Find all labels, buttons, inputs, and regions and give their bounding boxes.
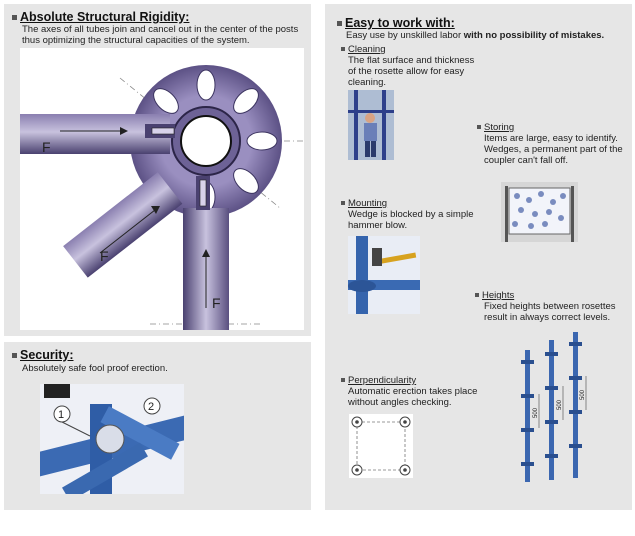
perpendicularity-diagram-box bbox=[349, 414, 413, 478]
mounting-description: Wedge is blocked by a simple hammer blow… bbox=[348, 209, 474, 231]
height-dim-2: 500 bbox=[557, 399, 563, 410]
storing-illustration bbox=[501, 182, 578, 242]
rigidity-description: The axes of all tubes join and cancel ou… bbox=[22, 24, 299, 46]
storing-description: Items are large, easy to identify. Wedge… bbox=[484, 133, 623, 166]
perpendicularity-description: Automatic erection takes place without a… bbox=[348, 386, 478, 408]
security-title: Security: bbox=[12, 348, 74, 362]
cleaning-illustration bbox=[348, 90, 394, 160]
mounting-title: Mounting bbox=[341, 198, 387, 209]
easy-title: Easy to work with: bbox=[337, 16, 455, 30]
heights-illustration-box: 500 500 500 bbox=[515, 332, 595, 482]
mounting-illustration bbox=[348, 236, 420, 314]
security-description: Absolutely safe fool proof erection. bbox=[22, 363, 168, 374]
bullet-icon bbox=[477, 125, 481, 130]
bullet-icon bbox=[12, 15, 17, 21]
perpendicularity-diagram bbox=[351, 416, 411, 476]
heights-title: Heights bbox=[475, 290, 514, 301]
marker-2: 2 bbox=[148, 401, 154, 413]
security-illustration: 1 2 bbox=[40, 384, 184, 494]
heights-illustration: 500 500 500 bbox=[521, 332, 587, 482]
rosette-diagram-svg: F F F bbox=[20, 65, 304, 330]
marker-1: 1 bbox=[58, 409, 64, 421]
rigidity-title: Absolute Structural Rigidity: bbox=[12, 10, 189, 24]
heights-description: Fixed heights between rosettes result in… bbox=[484, 301, 616, 323]
mounting-photo bbox=[348, 236, 420, 314]
perpendicularity-title: Perpendicularity bbox=[341, 375, 416, 386]
bullet-icon bbox=[341, 378, 345, 383]
bullet-icon bbox=[341, 47, 345, 52]
bullet-icon bbox=[475, 293, 479, 298]
height-dim-3: 500 bbox=[580, 389, 586, 400]
cleaning-photo bbox=[348, 90, 394, 160]
storing-title: Storing bbox=[477, 122, 514, 133]
bullet-icon bbox=[337, 21, 342, 27]
easy-intro: Easy use by unskilled labor with no poss… bbox=[346, 30, 605, 41]
security-photo: 1 2 bbox=[40, 384, 184, 494]
bullet-icon bbox=[341, 201, 345, 206]
storing-photo bbox=[501, 182, 578, 242]
cleaning-title: Cleaning bbox=[341, 44, 386, 55]
rigidity-panel: Absolute Structural Rigidity: The axes o… bbox=[4, 4, 311, 336]
force-label-vertical: F bbox=[212, 295, 221, 311]
rosette-diagram: F F F bbox=[20, 48, 304, 330]
force-label-horizontal: F bbox=[42, 139, 51, 155]
cleaning-description: The flat surface and thickness of the ro… bbox=[348, 55, 475, 88]
easy-panel: Easy to work with: Easy use by unskilled… bbox=[325, 4, 632, 510]
security-panel: Security: Absolutely safe fool proof ere… bbox=[4, 342, 311, 510]
bullet-icon bbox=[12, 353, 17, 359]
height-dim-1: 500 bbox=[533, 407, 539, 418]
force-label-diagonal: F bbox=[100, 248, 109, 264]
